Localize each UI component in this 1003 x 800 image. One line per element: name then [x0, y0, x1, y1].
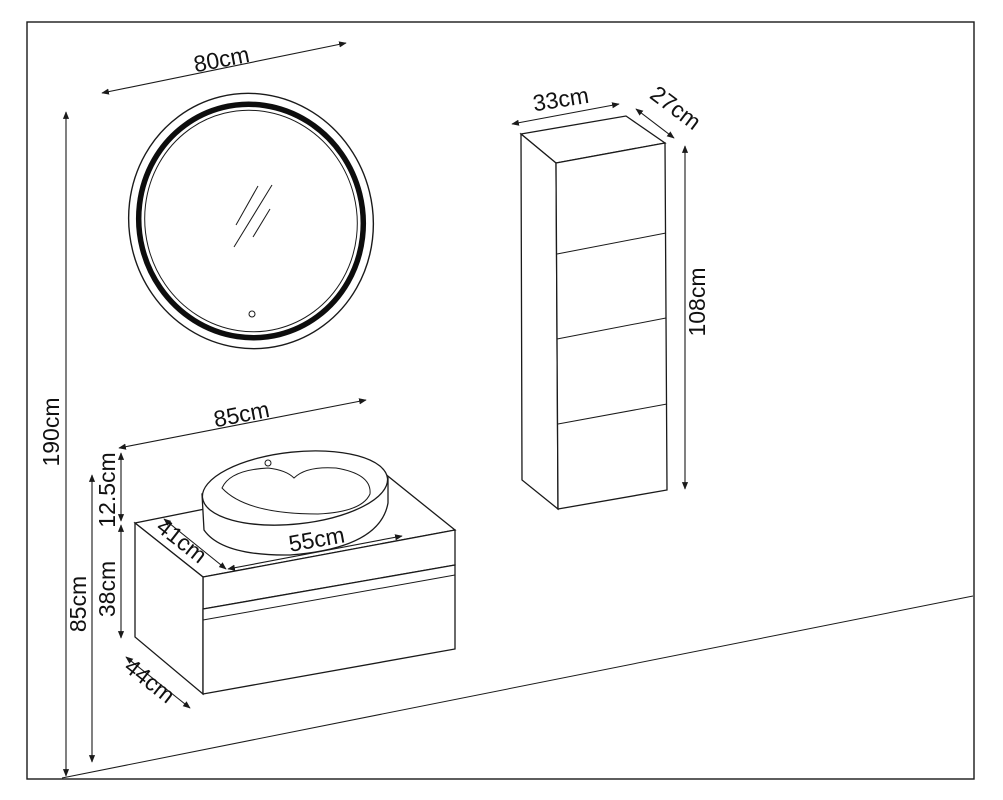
cabinet-front-face [555, 142, 668, 510]
basin-width-dimension [227, 534, 403, 571]
cabinet-door-line [556, 232, 667, 255]
reflection-mark [235, 185, 259, 226]
mirror-width-label: 80cm [191, 41, 251, 77]
mirror-width-dimension [101, 41, 347, 95]
vanity-width-dimension [118, 398, 367, 450]
overall-height-label: 190cm [38, 397, 64, 466]
cabinet-height-label: 108cm [684, 267, 710, 336]
basin-height-label: 12.5cm [94, 452, 120, 527]
vanity-unit [133, 450, 457, 696]
floor-line [61, 595, 974, 779]
basin-depth-dimension [163, 518, 227, 570]
touch-sensor-icon [248, 310, 256, 318]
cabinet-door-line [557, 403, 668, 425]
vanity-cabinet-height-label: 38cm [94, 561, 120, 617]
wall-cabinet [519, 115, 668, 511]
floor-to-top-label: 85cm [65, 576, 91, 632]
vanity-width-label: 85cm [211, 396, 271, 432]
basin-bowl [221, 467, 371, 515]
cabinet-width-dimension [511, 102, 620, 126]
round-mirror [127, 92, 375, 350]
cabinet-door-line [556, 317, 667, 340]
cabinet-depth-dimension [635, 108, 675, 139]
led-ring [135, 101, 367, 341]
tap-hole-icon [264, 459, 272, 467]
cabinet-depth-label: 27cm [646, 80, 707, 135]
vanity-drawer-front [202, 564, 456, 695]
vanity-depth-dimension [125, 656, 191, 709]
drawer-top-line [202, 574, 456, 621]
drawing-frame [26, 21, 975, 780]
cabinet-side-face [520, 132, 559, 511]
